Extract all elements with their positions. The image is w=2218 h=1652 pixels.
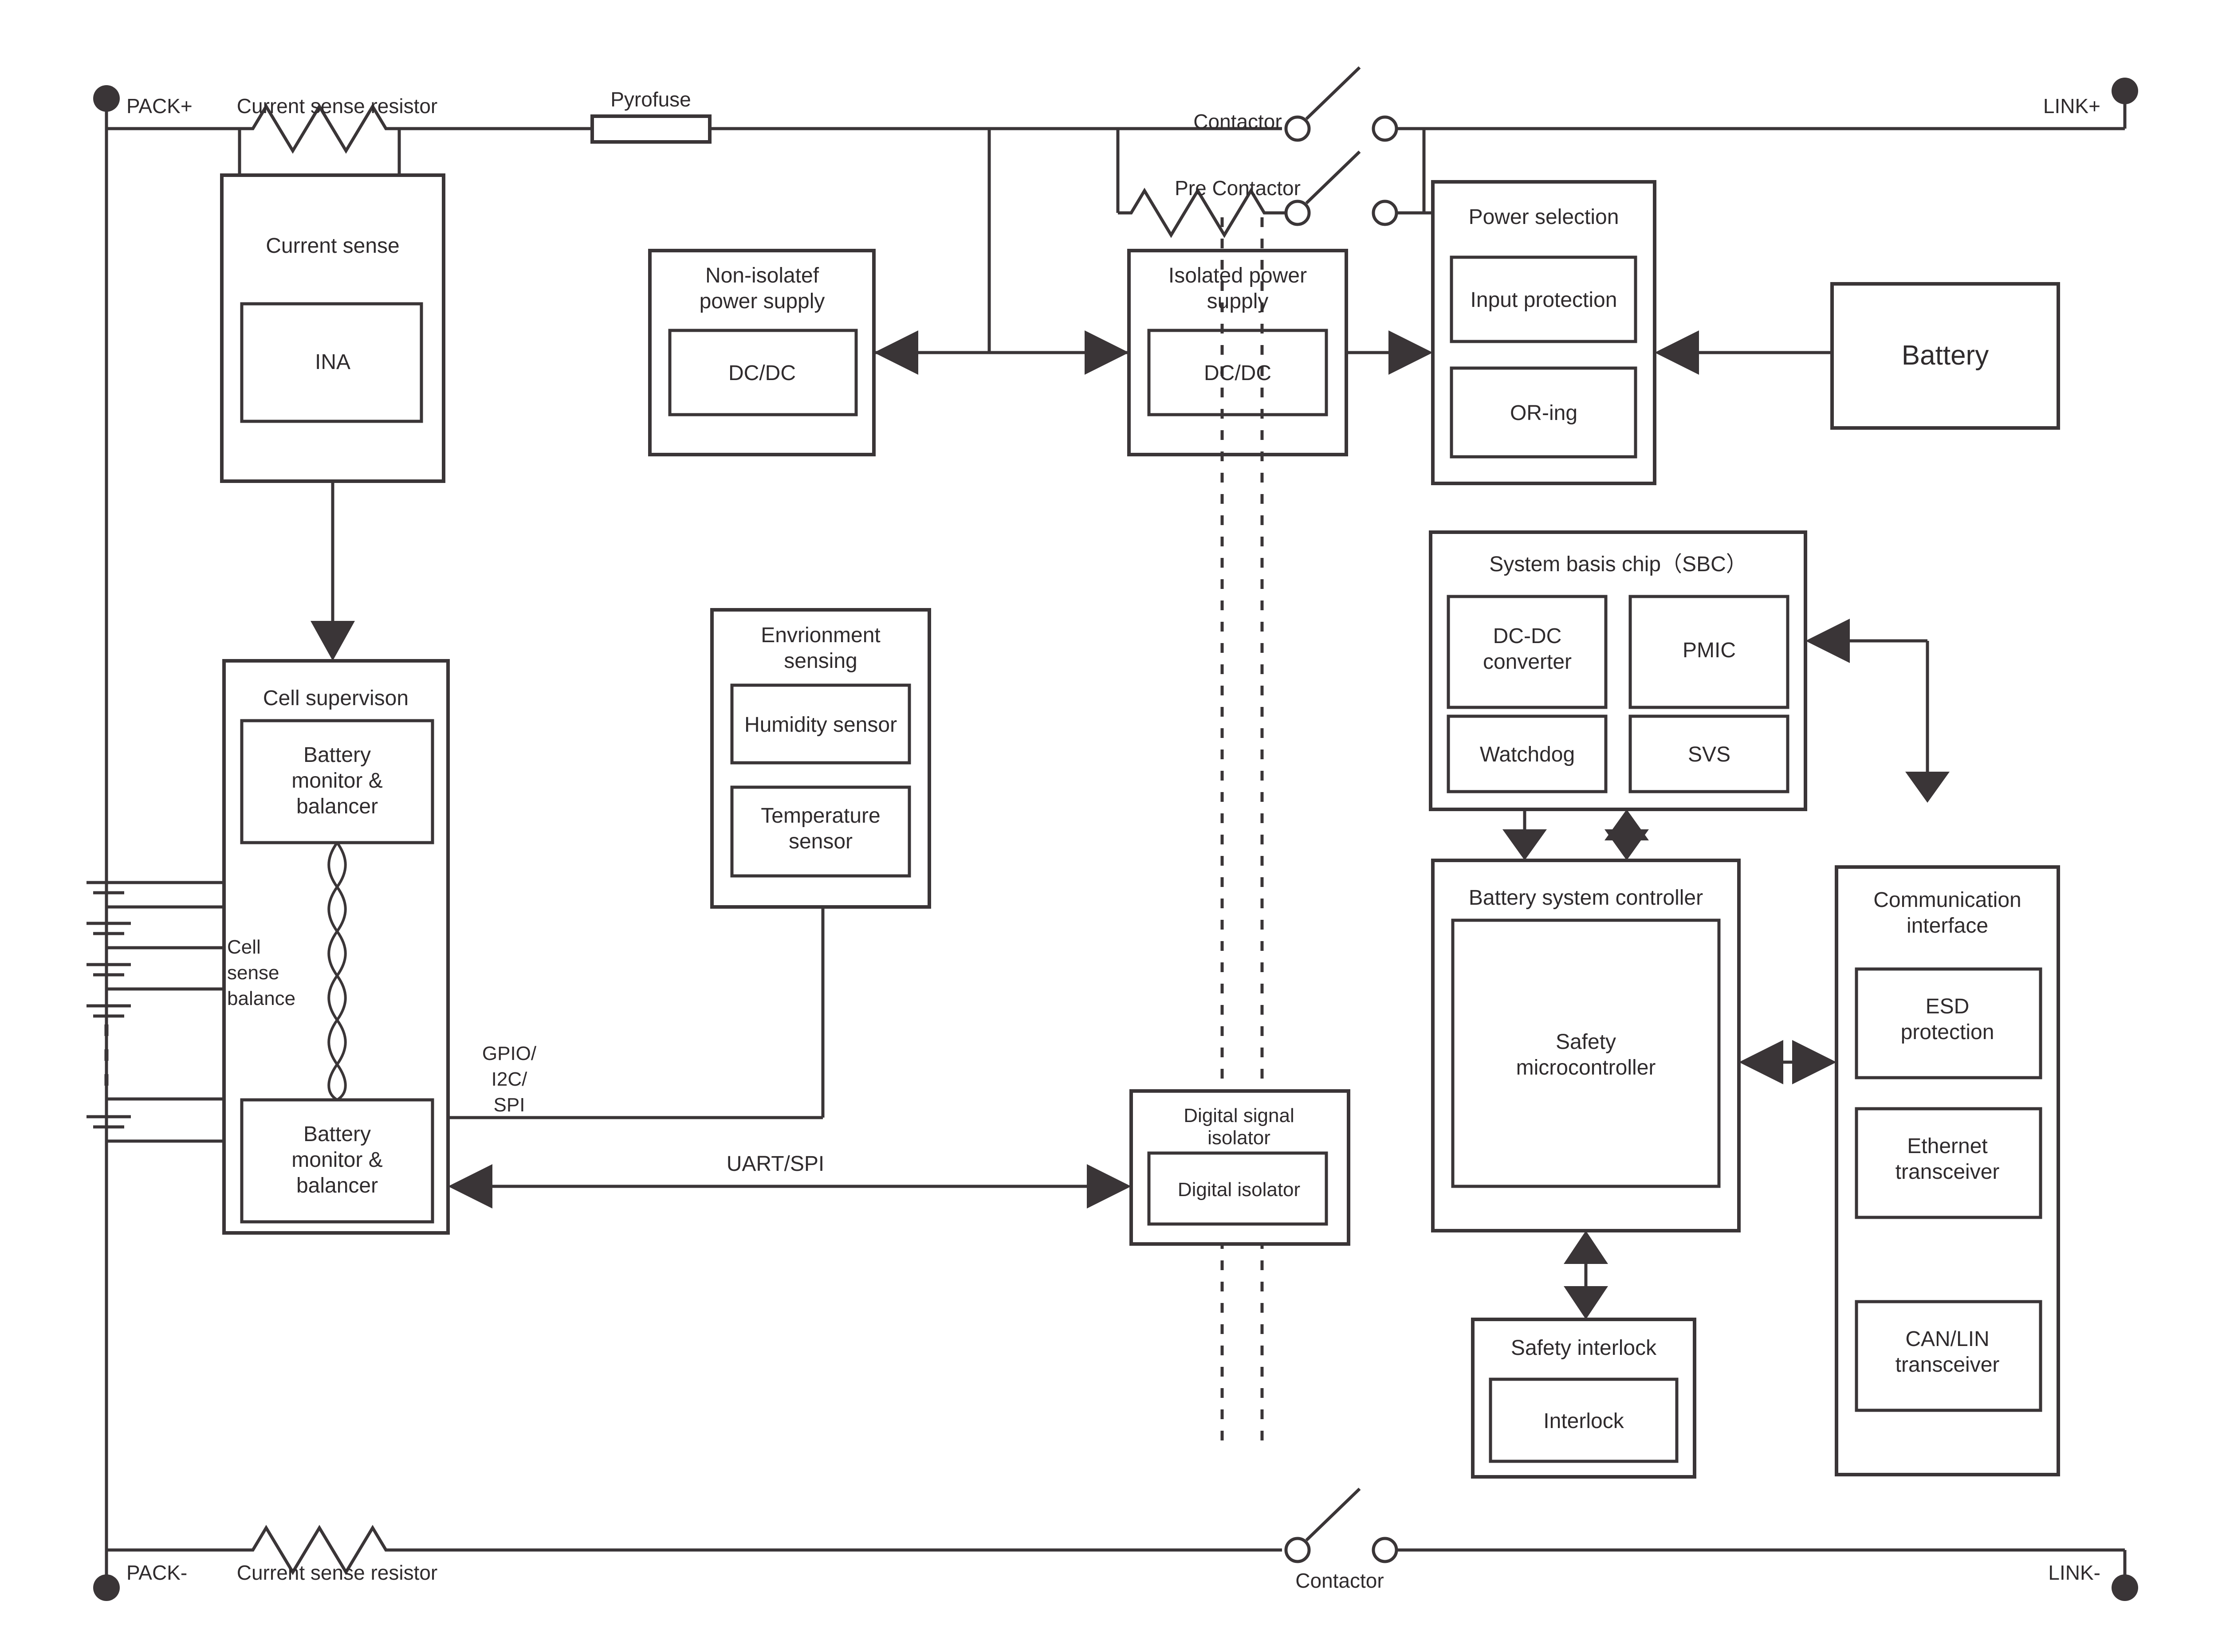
block-child-dcdc-isolated: DC/DC <box>1204 361 1271 385</box>
block-child-digital-isolator: Digital isolator <box>1178 1179 1300 1201</box>
block-child-humidity-sensor: Humidity sensor <box>744 713 897 737</box>
block-title-digital-signal-isolator-2: isolator <box>1207 1127 1270 1149</box>
block-child-battery-monitor-1-l3: balancer <box>296 795 378 818</box>
block-title-system-basis-chip: System basis chip（SBC） <box>1489 553 1747 576</box>
block-title-communication-interface-1: Communication <box>1873 888 2021 912</box>
terminal-label-pack-plus: PACK+ <box>126 94 193 118</box>
block-power-selection <box>1424 180 1656 485</box>
link-comm-to-sbc <box>1805 619 1950 803</box>
block-child-esd-protection-l2: protection <box>1901 1020 1994 1044</box>
label-cell-sense-balance-1: Cell <box>227 936 261 958</box>
block-title-digital-signal-isolator-1: Digital signal <box>1184 1105 1294 1126</box>
bottom-power-rail <box>93 1525 1282 1601</box>
block-child-dcdc-converter-l2: converter <box>1483 650 1572 674</box>
link-plus-rail <box>1422 78 2138 213</box>
block-title-battery-system-controller: Battery system controller <box>1469 886 1703 910</box>
block-title-non-isolated-2: power supply <box>700 290 825 313</box>
block-child-dcdc-converter-l1: DC-DC <box>1493 624 1562 648</box>
block-digital-signal-isolator <box>1129 1089 1350 1246</box>
label-contactor-top: Contactor <box>1193 110 1282 133</box>
pre-contactor-switch[interactable] <box>1284 150 1424 226</box>
block-child-battery-monitor-1-l2: monitor & <box>291 769 382 793</box>
block-child-canlin-l1: CAN/LIN <box>1905 1327 1989 1351</box>
block-child-battery-monitor-1-l1: Battery <box>303 743 371 767</box>
block-safety-interlock <box>1471 1318 1696 1479</box>
block-child-input-protection: Input protection <box>1471 288 1617 312</box>
arrows-sbc-to-controller <box>1502 809 1649 860</box>
label-gpio-line1: GPIO/ <box>482 1043 537 1064</box>
block-title-current-sense: Current sense <box>266 234 399 258</box>
block-child-temperature-sensor-l2: sensor <box>789 830 853 853</box>
block-title-environment-sensing-2: sensing <box>784 649 857 673</box>
block-isolated-power-supply <box>1085 249 1433 456</box>
block-title-cell-supervison: Cell supervison <box>263 687 409 710</box>
block-battery <box>1655 282 2060 430</box>
block-title-environment-sensing-1: Envrionment <box>761 624 880 647</box>
block-title-safety-interlock: Safety interlock <box>1511 1336 1657 1360</box>
block-communication-interface <box>1835 865 2060 1476</box>
block-system-basis-chip <box>1429 530 1807 811</box>
block-child-ina: INA <box>315 350 350 374</box>
block-child-canlin-l2: transceiver <box>1896 1353 2000 1377</box>
block-current-sense <box>220 129 445 483</box>
block-child-battery-monitor-2-l1: Battery <box>303 1122 371 1146</box>
block-environment-sensing <box>448 608 931 1119</box>
block-child-battery-monitor-2-l2: monitor & <box>291 1148 382 1172</box>
link-controller-to-comm <box>1739 1040 1837 1084</box>
terminal-pack-plus-dot <box>93 85 120 129</box>
block-title-battery: Battery <box>1902 340 1989 371</box>
contactor-bottom-switch[interactable] <box>1284 1487 2138 1601</box>
block-non-isolated-power-supply <box>648 249 918 456</box>
block-child-safety-micro-l1: Safety <box>1556 1030 1616 1054</box>
block-child-ethernet-l1: Ethernet <box>1907 1134 1987 1158</box>
label-gpio-line2: I2C/ <box>492 1068 527 1090</box>
block-title-isolated-2: supply <box>1207 290 1269 313</box>
block-child-watchdog: Watchdog <box>1480 743 1575 766</box>
block-child-temperature-sensor-l1: Temperature <box>761 804 880 828</box>
label-uart-spi: UART/SPI <box>727 1152 825 1176</box>
battery-cell-stack <box>87 881 240 1143</box>
block-title-communication-interface-2: interface <box>1907 914 1988 938</box>
block-title-non-isolated-1: Non-isolatef <box>705 264 819 287</box>
label-pre-contactor: Pre Contactor <box>1175 177 1301 200</box>
label-pyrofuse: Pyrofuse <box>610 88 691 111</box>
block-child-esd-protection-l1: ESD <box>1926 995 1970 1018</box>
label-contactor-bottom: Contactor <box>1295 1569 1384 1592</box>
block-child-pmic: PMIC <box>1683 639 1736 662</box>
label-cell-sense-balance-2: sense <box>227 962 279 984</box>
block-child-dcdc-non-isolated: DC/DC <box>728 361 796 385</box>
block-child-interlock: Interlock <box>1543 1409 1624 1433</box>
block-child-or-ing: OR-ing <box>1510 401 1577 425</box>
block-child-battery-monitor-2-l3: balancer <box>296 1174 378 1197</box>
terminal-label-link-plus: LINK+ <box>2043 94 2100 118</box>
block-child-ethernet-l2: transceiver <box>1896 1160 2000 1184</box>
block-battery-system-controller <box>1431 859 1741 1232</box>
terminal-label-link-minus: LINK- <box>2048 1561 2100 1584</box>
arrow-current-sense-to-cell-supervision <box>311 481 355 661</box>
terminal-label-pack-minus: PACK- <box>126 1561 187 1584</box>
label-gpio-line3: SPI <box>494 1094 525 1116</box>
link-uart-spi <box>448 1164 1131 1209</box>
label-current-sense-resistor-bottom: Current sense resistor <box>237 1561 438 1584</box>
label-cell-sense-balance-3: balance <box>227 988 295 1009</box>
block-title-isolated-1: Isolated power <box>1168 264 1307 287</box>
contactor-top-switch[interactable] <box>1284 66 1424 142</box>
block-child-safety-micro-l2: microcontroller <box>1516 1056 1656 1079</box>
block-title-power-selection: Power selection <box>1469 205 1619 229</box>
link-controller-to-interlock <box>1564 1231 1608 1319</box>
block-child-svs: SVS <box>1688 743 1730 766</box>
block-cell-supervison <box>222 659 450 1235</box>
label-current-sense-resistor-top: Current sense resistor <box>237 94 438 118</box>
